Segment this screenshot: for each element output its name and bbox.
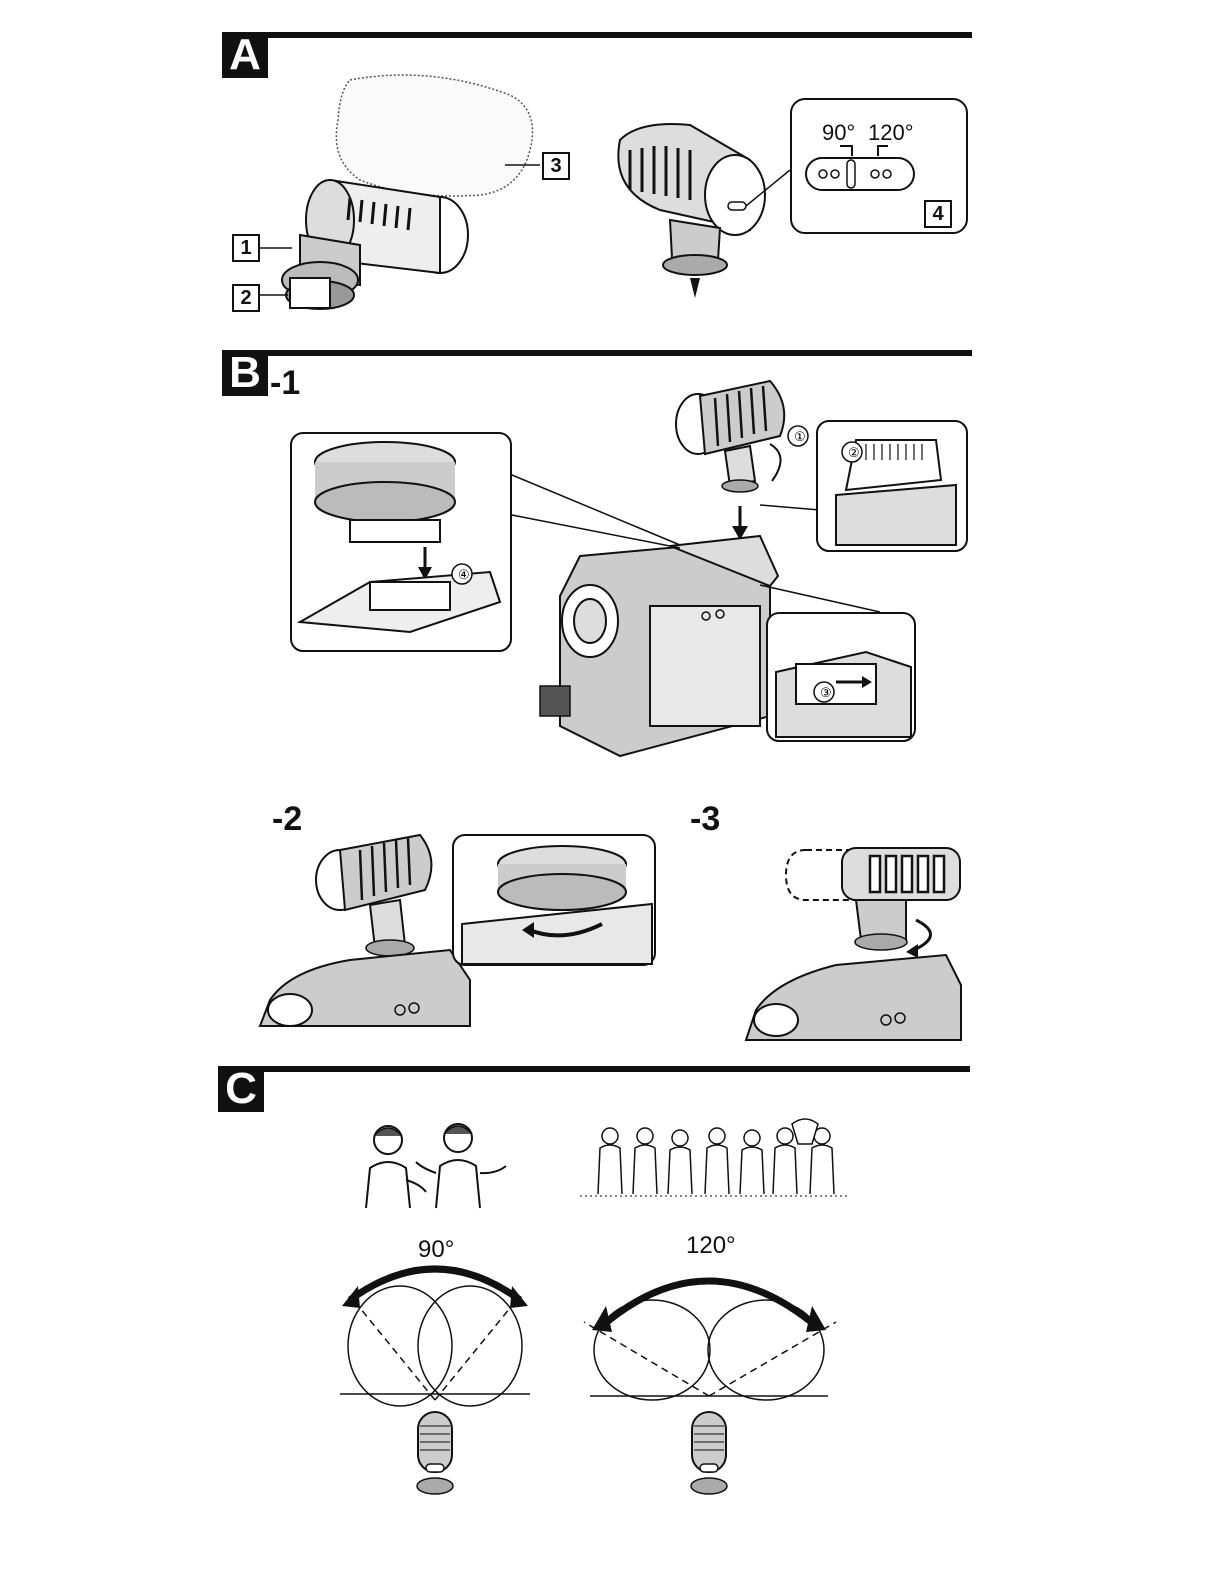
shoe-adapter-detail: ②: [816, 420, 968, 552]
two-people-talking-illustration: [356, 1118, 516, 1210]
camcorder-tighten-illustration: [260, 830, 480, 1026]
tighten-ring-detail: [452, 834, 656, 966]
step-3-marker: ③: [820, 685, 832, 700]
section-c-label: C: [218, 1066, 264, 1112]
polar-pattern-120: [580, 1254, 840, 1506]
step-b3-label: -3: [690, 800, 720, 839]
rotate-knob-marker: ①: [786, 424, 810, 448]
step-2-marker: ②: [848, 445, 860, 460]
camcorder-rotate-mic-illustration: [746, 840, 966, 1040]
polar-pattern-90: [330, 1258, 540, 1508]
orchestra-illustration: [580, 1114, 850, 1206]
step-1-marker: ①: [794, 429, 806, 444]
shoe-lock-detail: ③: [766, 612, 916, 742]
callout-lines: [0, 0, 1224, 800]
section-c-divider: [264, 1066, 970, 1072]
